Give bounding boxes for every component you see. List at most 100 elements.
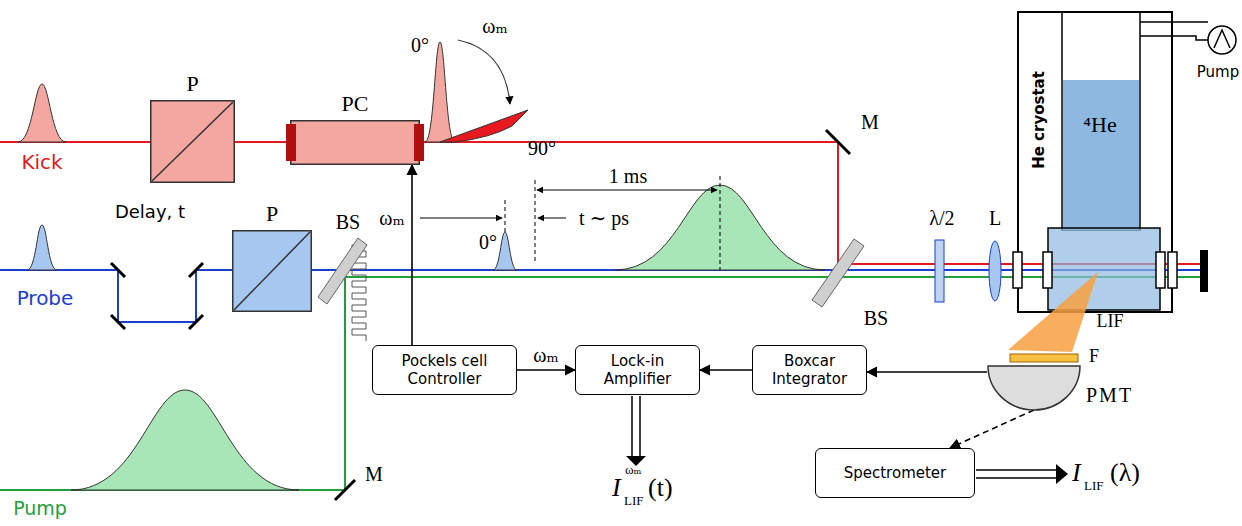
half-wave-plate [935,240,944,302]
spectrometer-box: Spectrometer [815,448,975,498]
time-label: 1 ms [609,165,647,187]
laser-beam [0,142,1200,490]
beam-name: Pump [13,498,67,519]
pockels-cell: PC [290,120,420,165]
signal-connector [867,371,987,373]
output-arrow [631,396,633,458]
beam-dump [1200,250,1208,292]
mirror [826,130,850,154]
optic-body [151,101,235,183]
pulse [425,42,455,142]
substance-label: ⁴He [1083,113,1116,137]
cryostat [1062,12,1140,230]
vacuum-pump [1208,26,1236,54]
polarization-rotation-arrow [458,40,510,104]
optical-filter [1010,354,1078,362]
component-label: M [861,111,879,133]
beam-splitter [318,238,864,307]
angle-label: 0° [411,34,429,56]
laser-beam [0,277,1200,490]
delay-label: Delay, t [115,202,185,222]
component-label: PC [342,91,369,117]
angle-label: 90° [528,137,556,159]
cryostat [1156,252,1165,288]
output-arrow [1056,464,1068,484]
cryostat [1048,228,1160,310]
box-label: Spectrometer [844,464,947,482]
mirror [111,315,125,329]
output-arrow [626,396,1068,484]
edge-label: ωₘ [531,344,560,366]
component-label: BS [864,307,888,329]
timing-marker [720,176,721,270]
box-label: Pockels cell Controller [380,352,509,388]
polarizer-cube [232,230,312,312]
pulse [18,42,825,490]
component-label: BS [336,211,360,233]
beam-name: Probe [17,287,74,309]
cryostat [1013,12,1208,312]
boxcar-box: Boxcar Integrator [752,345,867,395]
lock-in-box: Lock-in Amplifier [575,345,700,395]
signal-connector [517,369,575,371]
timing-marker [537,190,717,191]
signal-symbol: (t) [648,474,673,503]
signal-connector [950,410,1034,448]
mirror [189,315,203,329]
component-label: λ/2 [929,207,954,229]
signal-symbol: I [612,474,621,503]
lens [989,241,1001,301]
mirror [111,263,125,277]
pmt-symbol [988,366,1080,410]
polarization-rotation-arrow [458,40,510,104]
polarizer-interface [234,232,310,310]
box-label: Boxcar Integrator [760,352,859,388]
component-label: M [365,463,383,485]
mirror [335,480,355,500]
vacuum-pump [1214,30,1230,48]
output-arrow [976,477,1058,479]
time-label: t ∼ ps [579,207,629,229]
beam-dump [1200,250,1208,292]
beam-name: Kick [21,151,62,173]
timing-marker [420,176,720,270]
timing-marker [505,200,506,232]
box-label: Lock-in Amplifier [583,352,692,388]
cryostat [1063,80,1139,230]
pulse [440,110,528,142]
component-label: Pump [1197,64,1239,81]
cryostat [1140,22,1208,40]
cryostat [1168,252,1177,288]
signal-symbol: I [1072,459,1081,488]
frequency-label: ωₘ [482,15,507,37]
polarizer-interface [152,102,233,181]
controller-box: Pockels cell Controller [372,345,517,395]
component-label: He cryostat [1031,71,1048,169]
mirror [111,130,850,500]
pulse [71,390,299,490]
polarizer: P [150,100,235,183]
electrode [286,124,296,161]
optical-filter [1010,354,1078,362]
lens [989,241,1001,301]
polarizer-cube [150,100,235,183]
component-label: P [186,71,198,97]
cryostat [1018,12,1172,312]
component-label: P [266,201,278,227]
component-label: F [1089,347,1099,367]
half-wave-plate [935,240,944,302]
component-label: PMT [1086,384,1133,407]
beam-splitter [318,238,367,304]
signal-subscript: LIF [1084,479,1104,493]
pmt-symbol [988,366,1080,410]
signal-subscript: LIF [624,494,644,508]
angle-label: 0° [479,231,497,253]
optic-body [291,121,420,165]
signal-symbol: (λ) [1110,459,1140,488]
vacuum-pump [1208,26,1236,54]
fluorescence-cone [1008,272,1098,352]
polarizer: P [232,230,312,312]
pulse [27,225,57,270]
frequency-label: ωₘ [379,207,404,229]
